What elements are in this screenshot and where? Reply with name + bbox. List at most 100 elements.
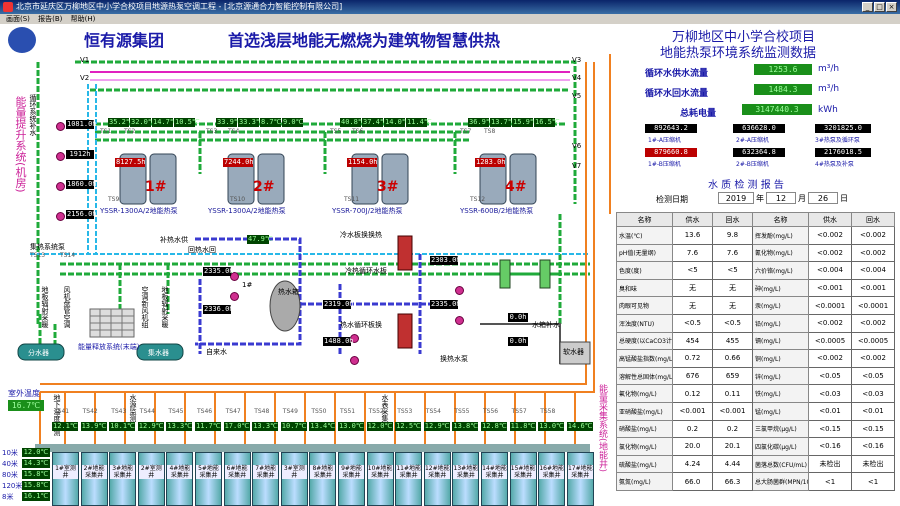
valve-v4: V4 [572, 74, 582, 82]
temp-sensor-label: TS7 [460, 128, 472, 135]
well-label: 1#室测井 [53, 465, 78, 479]
circ-pump-3[interactable] [56, 182, 65, 191]
supply-flow-unit: m³/h [818, 64, 840, 74]
temp-sensor-label: TS3 [206, 128, 218, 135]
param-value: <0.002 [851, 313, 895, 333]
well-sensor-tag: TS56 [483, 408, 499, 415]
ground-well[interactable]: 6#地能采集井 [223, 452, 251, 506]
heat-pump-temp: 35.2℃ [108, 118, 134, 127]
ground-well[interactable]: 10#地能采集井 [366, 452, 394, 506]
param-name: 总大肠菌群(MPN/100mL) [752, 472, 809, 491]
param-value: 无 [672, 278, 713, 298]
hot-water-tank-label: 热水箱 [278, 288, 299, 296]
heat-pump-temp: 37.4℃ [362, 118, 388, 127]
param-value: 20.1 [712, 437, 753, 456]
depth-label: 8米 [2, 493, 14, 501]
heat-pump-tag: 1# [145, 179, 167, 195]
param-value: <1 [851, 472, 895, 491]
dhw-hours-2: 2336.0h [203, 305, 234, 314]
param-value: <0.16 [851, 437, 895, 456]
ground-well[interactable]: 9#地能采集井 [338, 452, 365, 506]
menu-report[interactable]: 报告(B) [38, 15, 63, 23]
close-button[interactable]: × [886, 2, 897, 12]
supply-flow-label: 循环水供水流量 [645, 69, 709, 79]
dhw-pump-6[interactable] [455, 286, 464, 295]
ground-well[interactable]: 14#地能采集井 [481, 452, 508, 506]
dhw-pump-label: 换热水泵 [440, 355, 468, 363]
ground-well[interactable]: 2#室测井 [137, 452, 165, 506]
ground-well[interactable]: 15#地能采集井 [509, 452, 537, 506]
ground-well[interactable]: 13#地能采集井 [452, 452, 480, 506]
ground-well[interactable]: 12#地能采集井 [423, 452, 451, 506]
temp-sensor-label: TS2 [124, 128, 136, 135]
ground-well[interactable]: 5#地能采集井 [195, 452, 222, 506]
temp-sensor-label: TS5 [330, 128, 342, 135]
manifold-label-1: 地板辐射采暖 [41, 286, 49, 328]
dhw-pump-2[interactable] [230, 292, 239, 301]
dhw-pump-4[interactable] [350, 356, 359, 365]
param-value: <0.03 [851, 384, 895, 403]
param-value: <0.03 [808, 384, 852, 403]
hx-value-1: 0.0h [508, 313, 528, 322]
param-value: 7.6 [672, 243, 713, 263]
report-month[interactable]: 12 [766, 192, 796, 204]
param-value: <0.16 [808, 437, 852, 456]
menu-help[interactable]: 帮助(H) [70, 15, 96, 23]
ground-well[interactable]: 16#地能采集井 [538, 452, 566, 506]
valve-v1: V1 [80, 56, 90, 64]
param-name: 锰(mg/L) [752, 401, 809, 421]
report-year[interactable]: 2019 [718, 192, 754, 204]
report-day[interactable]: 26 [808, 192, 838, 204]
param-name: 菌落总数(CFU/mL) [752, 454, 809, 474]
maximize-button[interactable]: □ [874, 2, 885, 12]
temp-sensor-label: TS9 [108, 196, 120, 203]
report-date-label: 检测日期 [656, 195, 688, 204]
ground-well[interactable]: 2#地能采集井 [80, 452, 108, 506]
well-temp: 12.1℃ [52, 422, 78, 431]
ground-well[interactable]: 3#地能采集井 [109, 452, 137, 506]
ground-well[interactable]: 11#地能采集井 [395, 452, 423, 506]
param-value: <0.001 [808, 278, 852, 298]
circ-pump-1[interactable] [56, 122, 65, 131]
well-label: 15#地能采集井 [510, 465, 536, 479]
report-month-unit: 月 [798, 194, 806, 203]
well-label: 11#地能采集井 [396, 465, 422, 479]
menu-screen[interactable]: 画面(S) [6, 15, 30, 23]
dhw-pump-5[interactable] [455, 316, 464, 325]
depth-temp: 15.8℃ [22, 470, 50, 479]
depth-temp: 16.1℃ [22, 492, 50, 501]
minimize-button[interactable]: _ [862, 2, 873, 12]
well-temp: 12.8℃ [481, 422, 507, 431]
well-temp: 12.9℃ [423, 422, 450, 431]
heat-pump-temp: 16.5℃ [534, 118, 560, 127]
dhw-pump-1[interactable] [230, 272, 239, 281]
param-value: 0.12 [672, 384, 713, 403]
temp-sensor-label: TS8 [484, 128, 496, 135]
circ-pump-4[interactable] [56, 212, 65, 221]
window-title: 北京市延庆区万柳地区中小学合校项目地源热泵空调工程 - [北京源通合力智能控制有… [16, 2, 343, 11]
circulation-bottom-label: 集热系统泵 [30, 243, 65, 251]
heat-pump-temp: 15.9℃ [512, 118, 538, 127]
heat-pump-temp: 33.3℃ [238, 118, 264, 127]
hot-water-return-label: 回热水回 [188, 246, 216, 254]
circ-pump-2[interactable] [56, 152, 65, 161]
ground-well[interactable]: 3#室测井 [280, 452, 308, 506]
ground-well[interactable]: 8#地能采集井 [309, 452, 337, 506]
param-value: <0.5 [672, 313, 713, 333]
table-row: 臭和味无无砷(mg/L)<0.001<0.001 [616, 278, 895, 298]
ground-well[interactable]: 7#地能采集井 [252, 452, 280, 506]
table-header: 回水 [851, 212, 895, 227]
heat-pump-tag: 3# [377, 179, 399, 195]
ground-well[interactable]: 4#地能采集井 [166, 452, 194, 506]
param-name: 铜(mg/L) [752, 349, 809, 368]
param-value: <0.004 [808, 261, 852, 280]
meter-4: 2176018.5 [815, 148, 871, 157]
heat-pump-tag: 2# [253, 179, 275, 195]
ground-well[interactable]: 1#室测井 [52, 452, 79, 506]
company-logo [8, 27, 36, 53]
ground-well[interactable]: 17#地能采集井 [566, 452, 594, 506]
